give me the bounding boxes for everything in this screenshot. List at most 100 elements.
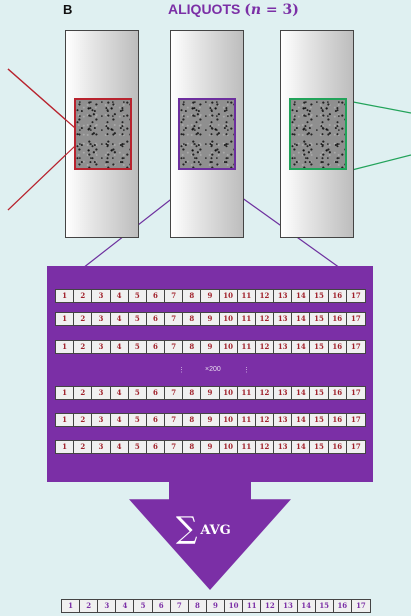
frame-cell: 3 bbox=[92, 441, 111, 453]
frame-cell: 3 bbox=[92, 313, 111, 325]
frame-cell: 15 bbox=[310, 341, 329, 353]
frame-cell: 7 bbox=[165, 414, 184, 426]
frame-cell: 12 bbox=[255, 414, 275, 426]
frame-cell: 11 bbox=[237, 441, 256, 453]
frame-cell: 3 bbox=[92, 414, 111, 426]
frame-cell: 7 bbox=[170, 600, 189, 612]
frame-cell: 9 bbox=[201, 341, 220, 353]
frame-cell: 1 bbox=[56, 313, 75, 325]
frame-cell: 15 bbox=[310, 313, 329, 325]
frame-cell: 11 bbox=[237, 414, 256, 426]
frame-cell: 8 bbox=[183, 313, 202, 325]
frame-cell: 11 bbox=[237, 341, 256, 353]
frame-cell: 17 bbox=[346, 313, 365, 325]
frame-cell: 16 bbox=[328, 290, 347, 302]
frame-cell: 8 bbox=[188, 600, 207, 612]
frame-cell: 12 bbox=[255, 441, 275, 453]
frame-cell: 10 bbox=[219, 313, 238, 325]
frame-cell: 15 bbox=[310, 414, 329, 426]
frame-cell: 2 bbox=[74, 290, 93, 302]
frame-cell: 13 bbox=[279, 600, 298, 612]
frame-cell: 6 bbox=[146, 441, 166, 453]
frame-cell: 16 bbox=[328, 441, 347, 453]
frame-cell: 1 bbox=[56, 290, 75, 302]
frame-cell: 6 bbox=[146, 387, 166, 399]
frame-cell: 15 bbox=[315, 600, 334, 612]
frame-cell: 3 bbox=[92, 290, 111, 302]
frame-cell: 6 bbox=[146, 313, 166, 325]
frame-cell: 3 bbox=[98, 600, 117, 612]
frame-cell: 2 bbox=[74, 313, 93, 325]
frame-cell: 13 bbox=[274, 341, 293, 353]
frame-cell: 8 bbox=[183, 387, 202, 399]
frame-cell: 17 bbox=[351, 600, 370, 612]
frame-cell: 10 bbox=[219, 414, 238, 426]
frame-cell: 5 bbox=[128, 414, 147, 426]
frame-cell: 6 bbox=[146, 341, 166, 353]
frame-cell: 10 bbox=[219, 441, 238, 453]
frame-cell: 14 bbox=[292, 313, 311, 325]
green-zoom-line-lower bbox=[347, 154, 411, 172]
frame-cell: 10 bbox=[219, 387, 238, 399]
green-zoom-line-upper bbox=[347, 100, 411, 114]
frame-cell: 1 bbox=[56, 414, 75, 426]
ellipsis-right: ⋮ bbox=[243, 367, 250, 374]
panel-letter: B bbox=[63, 2, 73, 17]
frame-cell: 4 bbox=[110, 341, 129, 353]
frame-cell: 8 bbox=[183, 341, 202, 353]
frame-cell: 6 bbox=[146, 414, 166, 426]
frame-cell: 11 bbox=[243, 600, 262, 612]
frame-cell: 11 bbox=[237, 387, 256, 399]
frame-cell: 9 bbox=[201, 441, 220, 453]
frame-cell: 2 bbox=[74, 414, 93, 426]
frame-cell: 13 bbox=[274, 290, 293, 302]
frame-cell: 1 bbox=[56, 387, 75, 399]
frame-cell: 2 bbox=[74, 441, 93, 453]
frame-cell: 12 bbox=[255, 387, 275, 399]
frame-cell: 13 bbox=[274, 387, 293, 399]
frame-cell: 2 bbox=[74, 341, 93, 353]
frame-cell: 1 bbox=[62, 600, 81, 612]
frame-cell: 4 bbox=[110, 387, 129, 399]
frame-cell: 11 bbox=[237, 290, 256, 302]
frame-cell: 5 bbox=[128, 290, 147, 302]
title-text: ALIQUOTS bbox=[168, 1, 241, 17]
frame-cell: 9 bbox=[201, 414, 220, 426]
frame-cell: 12 bbox=[255, 313, 275, 325]
frame-cell: 16 bbox=[328, 313, 347, 325]
frame-cell: 17 bbox=[346, 414, 365, 426]
roi-green bbox=[289, 98, 347, 170]
frame-cell: 7 bbox=[165, 341, 184, 353]
frame-cell: 5 bbox=[128, 441, 147, 453]
frame-cell: 14 bbox=[297, 600, 316, 612]
frame-cell: 6 bbox=[152, 600, 171, 612]
frame-cell: 14 bbox=[292, 387, 311, 399]
frame-cell: 5 bbox=[128, 341, 147, 353]
frame-cell: 9 bbox=[201, 290, 220, 302]
frame-cell: 4 bbox=[110, 313, 129, 325]
frame-cell: 17 bbox=[346, 341, 365, 353]
frame-cell: 12 bbox=[255, 290, 275, 302]
frame-cell: 15 bbox=[310, 290, 329, 302]
sum-symbol: ∑ bbox=[176, 511, 198, 546]
frame-cell: 17 bbox=[346, 441, 365, 453]
frame-cell: 17 bbox=[346, 387, 365, 399]
frame-cell: 14 bbox=[292, 441, 311, 453]
frame-cell: 15 bbox=[310, 387, 329, 399]
frame-cell: 9 bbox=[206, 600, 226, 612]
multiplier-label: ×200 bbox=[205, 366, 221, 373]
frame-cell: 9 bbox=[201, 313, 220, 325]
frame-cell: 2 bbox=[80, 600, 99, 612]
frame-cell: 14 bbox=[292, 290, 311, 302]
roi-purple bbox=[178, 98, 236, 170]
frame-cell: 16 bbox=[328, 387, 347, 399]
sum-avg-label: ∑ AVG bbox=[176, 512, 246, 546]
avg-text: AVG bbox=[200, 522, 231, 538]
frame-cell: 13 bbox=[274, 313, 293, 325]
